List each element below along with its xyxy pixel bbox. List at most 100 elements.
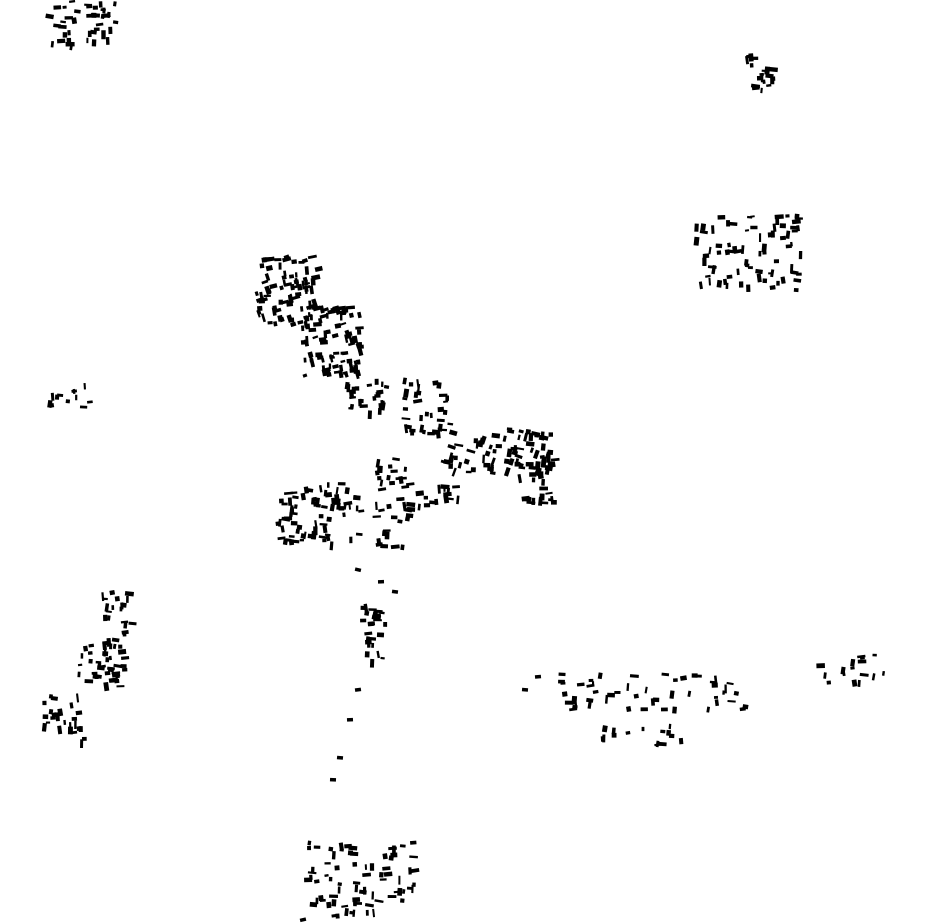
- building: [432, 380, 439, 386]
- building: [109, 589, 116, 596]
- building: [118, 644, 123, 649]
- building: [319, 898, 326, 903]
- building: [263, 294, 271, 298]
- building: [78, 726, 83, 733]
- building: [693, 236, 700, 246]
- building: [402, 396, 408, 401]
- building: [633, 693, 639, 699]
- building: [416, 390, 422, 396]
- building: [106, 615, 111, 621]
- building: [277, 536, 286, 541]
- building: [337, 305, 347, 311]
- building: [375, 501, 378, 510]
- building: [322, 370, 331, 377]
- building: [572, 704, 578, 710]
- building: [380, 656, 385, 660]
- building: [343, 371, 349, 378]
- building: [502, 435, 507, 442]
- building: [678, 737, 684, 745]
- building: [738, 281, 744, 288]
- building: [543, 435, 549, 441]
- building: [529, 447, 535, 454]
- building: [348, 312, 354, 319]
- building: [380, 400, 385, 408]
- building: [754, 85, 761, 89]
- building: [611, 732, 617, 738]
- building: [68, 0, 76, 3]
- building: [112, 20, 119, 25]
- building: [747, 266, 753, 270]
- building: [463, 458, 470, 465]
- building: [313, 879, 320, 884]
- building: [353, 360, 358, 367]
- building: [304, 315, 310, 322]
- building: [409, 428, 416, 433]
- building: [654, 743, 661, 747]
- building: [447, 443, 457, 450]
- building: [356, 329, 362, 335]
- building: [60, 20, 67, 24]
- building: [95, 660, 102, 664]
- building: [375, 458, 381, 468]
- building: [349, 337, 355, 344]
- building: [406, 886, 414, 890]
- building: [334, 493, 340, 504]
- building: [679, 675, 688, 681]
- building: [100, 13, 105, 20]
- building: [408, 382, 414, 387]
- building: [355, 505, 359, 512]
- building: [785, 214, 790, 218]
- building: [390, 469, 398, 473]
- building: [722, 690, 725, 695]
- building: [840, 666, 846, 675]
- building: [850, 666, 855, 670]
- building: [490, 457, 496, 467]
- building: [859, 672, 869, 677]
- building: [41, 722, 47, 732]
- building: [107, 667, 115, 673]
- building: [775, 217, 780, 226]
- building: [545, 491, 553, 495]
- building: [540, 431, 545, 440]
- building: [405, 424, 412, 430]
- building: [872, 653, 877, 657]
- building: [794, 217, 803, 220]
- building: [288, 317, 295, 323]
- building: [72, 388, 76, 395]
- building: [319, 522, 328, 526]
- building: [105, 37, 110, 45]
- building: [779, 235, 787, 241]
- building: [332, 305, 339, 311]
- building: [447, 422, 454, 426]
- building: [71, 716, 78, 721]
- building: [112, 1, 117, 7]
- building: [698, 281, 703, 290]
- building: [379, 878, 387, 881]
- building: [702, 257, 707, 267]
- building: [126, 595, 129, 603]
- building: [762, 79, 766, 84]
- building: [281, 516, 291, 522]
- building: [540, 443, 546, 451]
- building: [307, 845, 312, 851]
- building: [339, 312, 343, 321]
- building: [62, 32, 68, 38]
- building: [492, 449, 497, 454]
- building: [329, 541, 334, 551]
- building: [349, 395, 357, 400]
- building: [304, 266, 310, 275]
- building: [588, 678, 594, 682]
- building: [111, 605, 115, 610]
- building: [303, 486, 309, 494]
- building: [402, 407, 409, 411]
- building: [55, 712, 60, 722]
- building: [448, 497, 454, 501]
- building: [299, 538, 305, 542]
- building: [64, 16, 74, 20]
- building: [475, 441, 479, 449]
- building: [128, 621, 137, 626]
- building: [422, 429, 426, 435]
- building: [534, 674, 542, 679]
- building: [423, 495, 429, 500]
